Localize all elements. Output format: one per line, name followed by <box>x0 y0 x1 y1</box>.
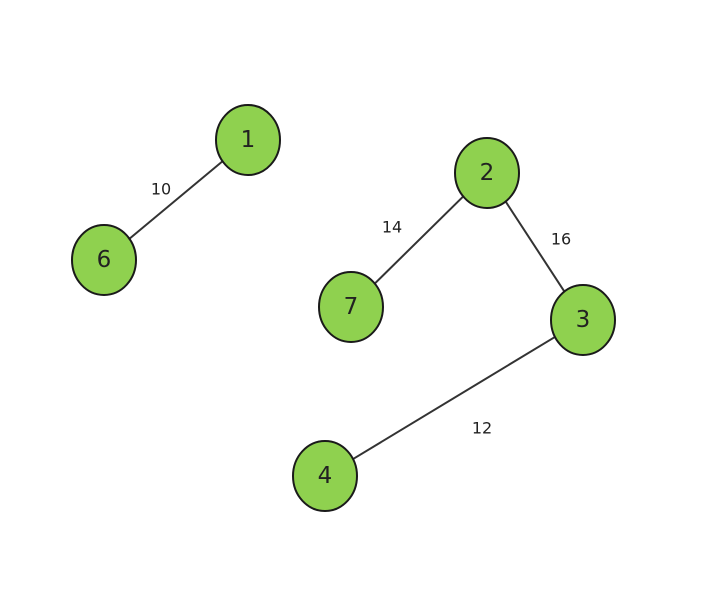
edge-weight-label-1-6: 10 <box>151 180 171 199</box>
node-7: 7 <box>318 271 384 343</box>
edge-2-3 <box>504 200 566 293</box>
node-label-2: 2 <box>480 160 495 186</box>
edge-weight-label-2-3: 16 <box>551 230 571 249</box>
node-circle-1 <box>215 104 281 176</box>
edge-3-4 <box>352 336 556 460</box>
edges-layer <box>128 160 566 460</box>
node-3: 3 <box>550 284 616 356</box>
node-label-7: 7 <box>344 294 359 320</box>
node-circle-3 <box>550 284 616 356</box>
node-circle-2 <box>454 137 520 209</box>
node-circle-7 <box>318 271 384 343</box>
node-circle-4 <box>292 440 358 512</box>
node-circle-6 <box>71 224 137 296</box>
node-2: 2 <box>454 137 520 209</box>
node-4: 4 <box>292 440 358 512</box>
node-label-6: 6 <box>97 247 112 273</box>
node-label-4: 4 <box>318 463 333 489</box>
edge-weight-label-2-7: 14 <box>382 218 402 237</box>
weights-layer: 10 14 16 12 <box>151 180 571 438</box>
node-1: 1 <box>215 104 281 176</box>
edge-weight-label-3-4: 12 <box>472 419 492 438</box>
edge-1-6 <box>128 160 224 240</box>
edge-2-7 <box>374 195 464 285</box>
node-label-1: 1 <box>241 127 256 153</box>
node-label-3: 3 <box>576 307 591 333</box>
node-6: 6 <box>71 224 137 296</box>
